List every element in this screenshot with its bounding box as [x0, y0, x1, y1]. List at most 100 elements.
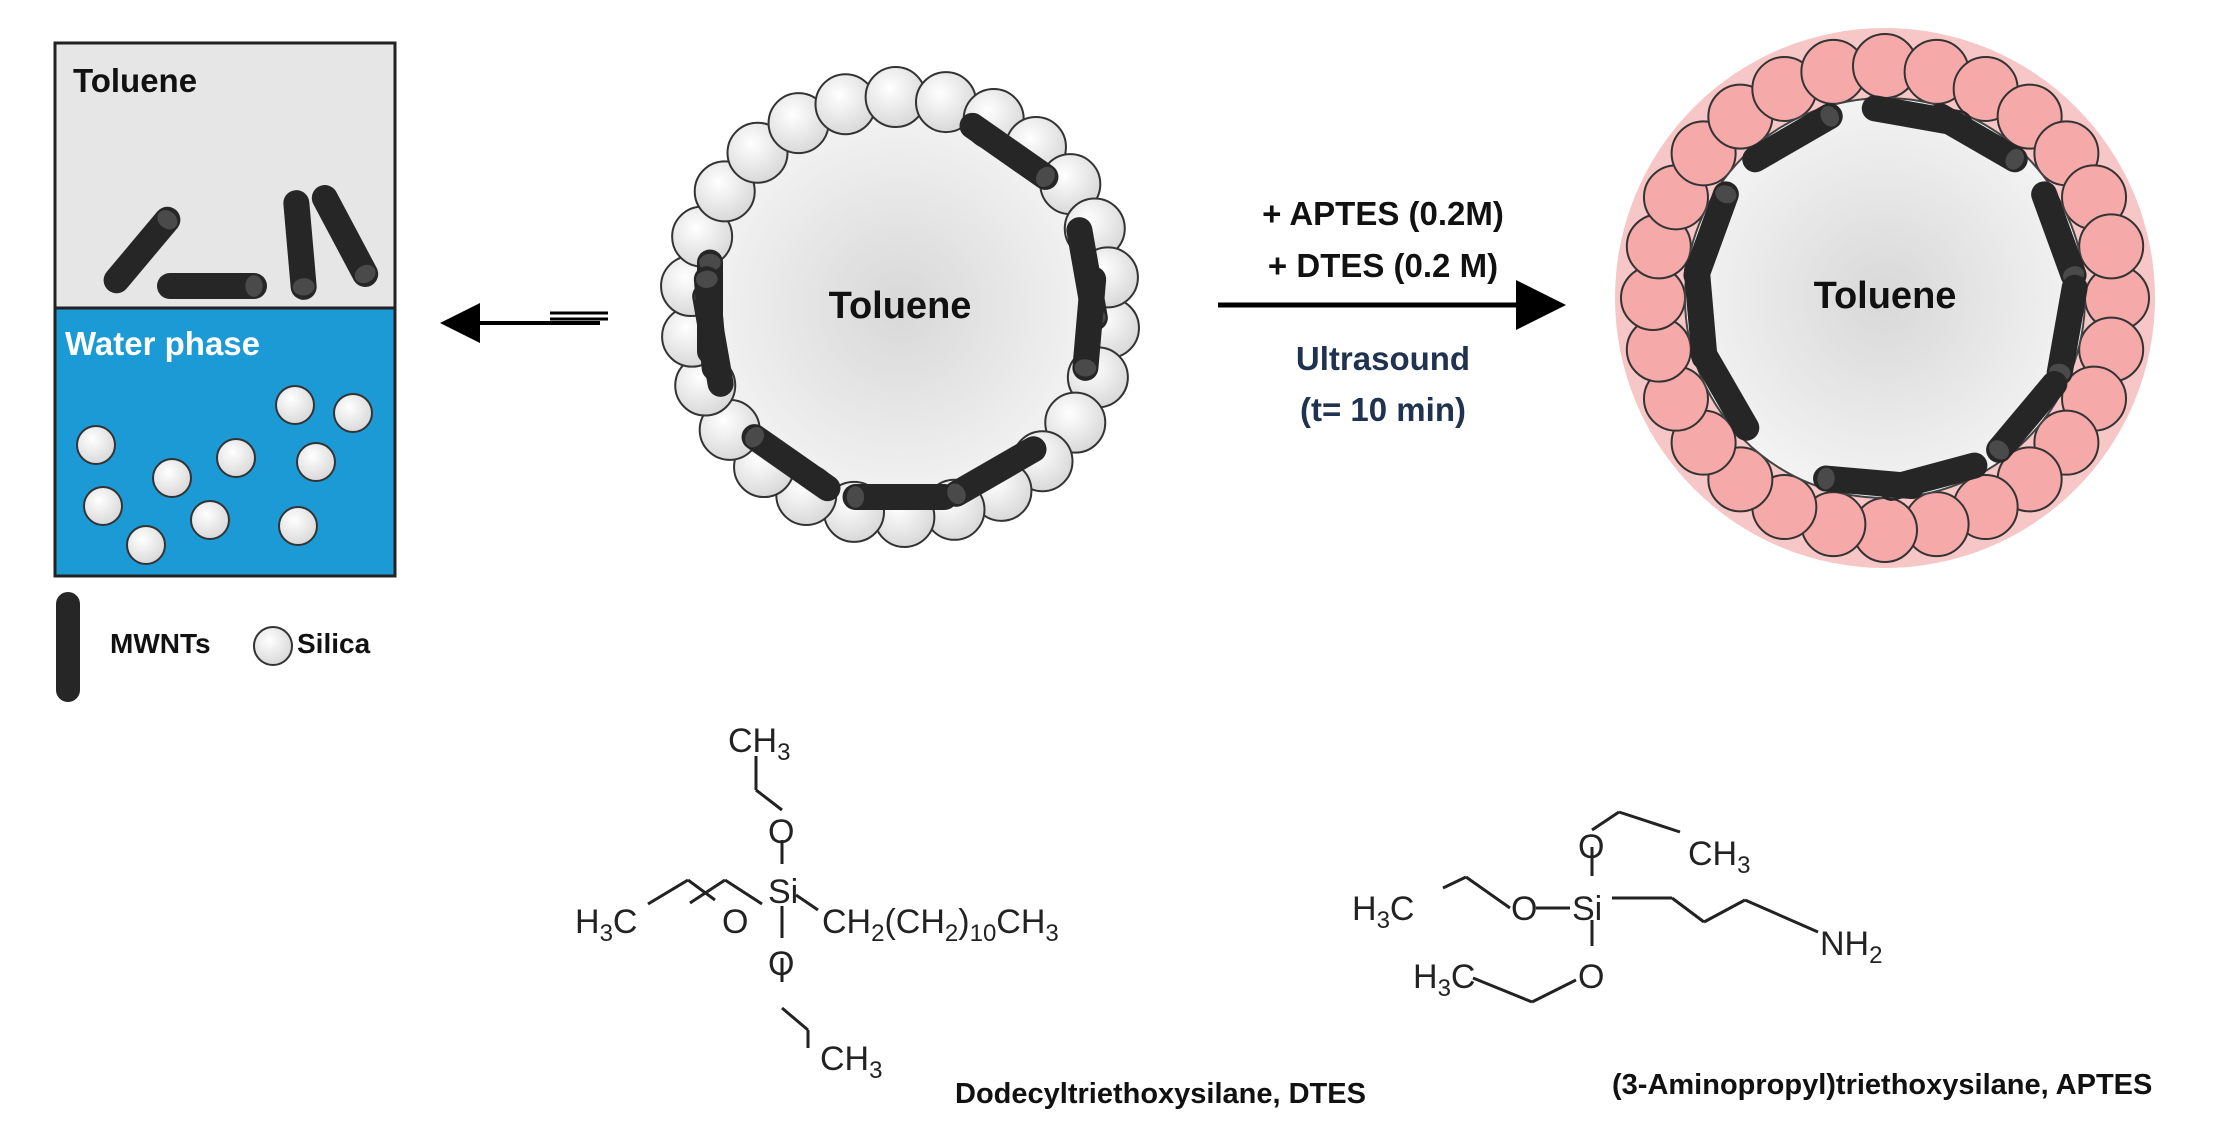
mwnt-body — [1072, 266, 1107, 381]
silica-particle — [278, 506, 318, 546]
aptes-h3c-bottom: H3C — [1413, 958, 1475, 1002]
silica-particle — [2078, 213, 2145, 280]
mwnt-tube — [311, 185, 379, 287]
aptes-ch3-top: CH3 — [1688, 835, 1750, 879]
mwnt-end — [1074, 359, 1097, 377]
legend-mwnts-label: MWNTs — [110, 628, 211, 659]
mwnt-end — [157, 210, 178, 230]
dtes-o-left: O — [722, 903, 748, 941]
silica-particle — [216, 438, 256, 478]
mwnt-body — [1927, 103, 2028, 173]
mwnt-body — [1683, 181, 1739, 289]
silica-particle — [83, 486, 123, 526]
mwnt-tube — [842, 484, 958, 510]
mwnt-end — [245, 275, 263, 297]
mwnt-body — [157, 273, 267, 299]
dtes-extra-bonds — [647, 878, 819, 912]
pickering-droplet-unmodified: Toluene — [660, 66, 1140, 548]
mwnt-end — [354, 264, 376, 284]
mwnt-body — [2046, 274, 2088, 386]
aptes-nh2: NH2 — [1820, 925, 1882, 969]
mwnt-tube — [1742, 103, 1843, 173]
dtes-ch3-top: CH3 — [728, 722, 790, 766]
toluene-phase — [53, 41, 397, 310]
water-phase-label: Water phase — [65, 325, 260, 362]
aptes-o-left: O — [1511, 890, 1537, 928]
mwnt-end — [1820, 105, 1839, 127]
dtes-o-bottom: O — [768, 945, 794, 983]
mwnt-body — [693, 266, 728, 381]
silica-particle — [190, 500, 230, 540]
dtes-si: Si — [768, 873, 798, 911]
condition-time: (t= 10 min) — [1300, 391, 1466, 428]
dtes-structure — [689, 756, 810, 1048]
mwnt-body — [1986, 370, 2068, 463]
mwnt-tube — [283, 190, 317, 300]
mwnt-body — [1742, 103, 1843, 173]
mwnt-body — [741, 424, 841, 502]
aptes-o-bottom: O — [1578, 958, 1604, 996]
beaker-mwnt-group — [103, 185, 379, 300]
mwnt-body — [103, 206, 181, 294]
aptes-name: (3-Aminopropyl)triethoxysilane, APTES — [1612, 1069, 2152, 1101]
mwnt-body — [842, 484, 958, 510]
dtes-h3c-left: H3C — [575, 903, 637, 947]
mwnt-end — [1715, 185, 1737, 204]
aptes-si: Si — [1572, 890, 1602, 928]
mwnt-tube — [157, 273, 267, 299]
mwnt-tube — [741, 424, 841, 502]
mwnt-tube — [959, 112, 1059, 190]
mwnt-tube — [1986, 370, 2068, 463]
mwnt-end — [1035, 166, 1055, 188]
aptes-structure — [1442, 810, 1819, 1004]
legend-silica-label: Silica — [297, 628, 371, 659]
silica-particle — [152, 458, 192, 498]
mwnt-body — [283, 190, 317, 300]
droplet-right-label: Toluene — [1814, 275, 1957, 317]
aptes-h3c-left: H3C — [1352, 890, 1414, 934]
mwnt-end — [947, 483, 966, 505]
reagent-dtes: + DTES (0.2 M) — [1268, 247, 1498, 284]
mwnt-end — [745, 426, 765, 448]
beaker-silica-group — [76, 385, 373, 565]
mwnt-body — [311, 185, 379, 287]
silica-particle — [76, 425, 116, 465]
dtes-labels: CH3 O Si H3C O CH2(CH2)10CH3 O CH3 Dodec… — [575, 722, 1366, 1110]
mwnt-end — [2005, 148, 2024, 170]
mwnt-tube — [103, 206, 181, 294]
mwnt-body — [1813, 465, 1925, 500]
mwnt-end — [696, 270, 718, 288]
mwnt-end — [1817, 467, 1835, 490]
mwnt-body — [959, 112, 1059, 190]
dtes-ch3-bottom: CH3 — [820, 1040, 882, 1084]
toluene-phase-label: Toluene — [73, 62, 197, 99]
aptes-labels: O CH3 H3C O Si NH2 H3C O (3-Aminopropyl)… — [1352, 828, 2152, 1101]
dtes-chain: CH2(CH2)10CH3 — [822, 903, 1059, 947]
modified-silica-shell — [1620, 33, 2150, 563]
droplet-left-label: Toluene — [829, 285, 972, 327]
mwnt-end — [846, 486, 865, 508]
pickering-droplet-modified: Toluene — [1615, 28, 2155, 568]
condition-ultrasound: Ultrasound — [1296, 340, 1470, 377]
modified-mwnt-shell — [1683, 95, 2088, 501]
mwnt-end — [292, 278, 315, 296]
mwnt-body — [2031, 181, 2087, 289]
silica-particle — [126, 525, 166, 565]
mwnt-end — [1989, 440, 2010, 460]
dtes-name: Dodecyltriethoxysilane, DTES — [955, 1078, 1366, 1110]
silica-particle — [275, 385, 315, 425]
silica-particle — [333, 393, 373, 433]
droplet-mwnt-shell — [692, 112, 1108, 510]
mwnt-tube — [1072, 266, 1107, 381]
reagent-aptes: + APTES (0.2M) — [1262, 195, 1504, 232]
mwnt-tube — [943, 436, 1047, 507]
silica-particle — [296, 442, 336, 482]
legend-silica-icon — [253, 626, 293, 666]
legend: MWNTs Silica — [56, 592, 371, 702]
mwnt-tube — [1683, 181, 1739, 289]
two-phase-beaker: Toluene Water phase — [53, 41, 397, 578]
equilibrium-arrow — [440, 303, 608, 343]
mwnt-tube — [1813, 465, 1925, 500]
reaction-arrow: + APTES (0.2M) + DTES (0.2 M) Ultrasound… — [1218, 195, 1566, 428]
